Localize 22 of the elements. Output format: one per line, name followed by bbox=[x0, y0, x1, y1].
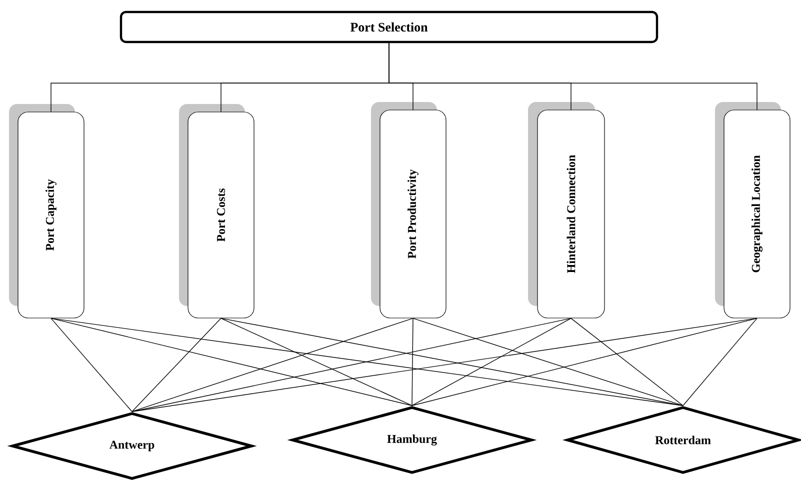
connector-line bbox=[132, 318, 414, 412]
connector-line bbox=[570, 318, 684, 406]
connector-line bbox=[132, 318, 572, 412]
connector-line bbox=[412, 318, 414, 406]
connector-line bbox=[682, 318, 758, 406]
connector-line bbox=[388, 42, 758, 110]
connector-line bbox=[50, 318, 412, 406]
connector-line bbox=[220, 318, 684, 406]
connector-line bbox=[50, 318, 684, 406]
criterion-box: Hinterland Connection bbox=[528, 102, 605, 318]
title-box: Port Selection bbox=[120, 10, 658, 44]
connector-line bbox=[412, 318, 758, 406]
criterion-box: Geographical Location bbox=[715, 102, 790, 318]
connector-line bbox=[50, 318, 132, 412]
connector-line bbox=[132, 318, 758, 412]
connector-line bbox=[220, 318, 412, 406]
criterion-box: Port Productivity bbox=[371, 102, 446, 318]
connector-line bbox=[412, 318, 572, 406]
connector-line bbox=[132, 318, 222, 412]
criterion-box: Port Capacity bbox=[9, 104, 84, 318]
criterion-box: Port Costs bbox=[179, 104, 254, 318]
connector-line bbox=[412, 318, 684, 406]
